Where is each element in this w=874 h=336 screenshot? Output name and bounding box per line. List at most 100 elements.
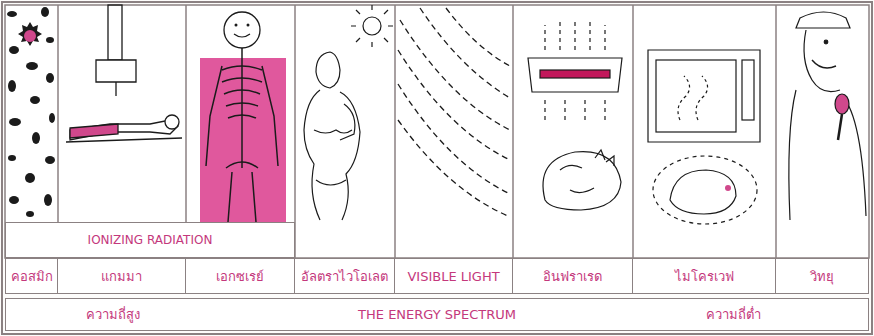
light-ray-drawing xyxy=(398,8,510,216)
heater-cat-drawing xyxy=(528,20,622,210)
sunbather-drawing xyxy=(304,90,360,220)
gamma-machine-drawing xyxy=(70,124,118,138)
cosmic-ray-drawing xyxy=(26,211,34,217)
spectrum-label: คอสมิก xyxy=(11,269,53,284)
microwave-drawing xyxy=(742,60,754,120)
xray-drawing xyxy=(200,12,286,222)
gamma-machine-drawing xyxy=(108,5,122,60)
xray-drawing xyxy=(235,24,238,27)
gamma-machine-drawing xyxy=(66,5,182,142)
axis-label: ความถี่ต่ำ xyxy=(706,307,761,322)
cosmic-ray-drawing xyxy=(45,156,55,164)
spectrum-label: เอกซเรย์ xyxy=(216,269,264,284)
announcer-drawing xyxy=(838,114,842,140)
light-ray-drawing xyxy=(446,8,510,66)
sunbather-drawing xyxy=(351,5,393,47)
xray-drawing xyxy=(234,34,250,37)
spectrum-label: ไมโครเวฟ xyxy=(675,269,734,284)
cosmic-ray-drawing xyxy=(41,7,49,17)
panel-divider xyxy=(294,5,296,258)
xray-drawing xyxy=(226,162,258,168)
cosmic-ray-drawing xyxy=(9,46,19,54)
cosmic-ray-drawing xyxy=(8,155,16,161)
microwave-drawing xyxy=(648,50,760,224)
gamma-machine-drawing xyxy=(70,120,178,140)
cosmic-ray-drawing xyxy=(30,96,40,104)
cosmic-ray-drawing xyxy=(49,113,55,123)
gamma-machine-drawing xyxy=(165,115,179,129)
xray-drawing xyxy=(200,58,286,222)
microwave-drawing xyxy=(670,170,736,214)
spectrum-axis-band: ความถี่สูง THE ENERGY SPECTRUM ความถี่ต่ำ xyxy=(5,298,869,331)
cosmic-ray-drawing xyxy=(25,173,35,183)
light-ray-drawing xyxy=(398,120,508,216)
spectrum-cell: เอกซเรย์ xyxy=(186,258,295,294)
panel-divider xyxy=(58,5,776,258)
cosmic-ray-drawing xyxy=(7,7,55,217)
heater-cat-drawing xyxy=(595,150,614,166)
panel-divider xyxy=(512,5,514,258)
axis-label: ความถี่สูง xyxy=(86,307,140,322)
spectrum-label: วิทยุ xyxy=(810,269,834,284)
sunbather-drawing xyxy=(304,5,393,220)
microwave-drawing xyxy=(653,156,757,224)
gamma-machine-drawing xyxy=(66,138,182,142)
announcer-drawing xyxy=(796,12,850,28)
spectrum-label: อินฟราเรด xyxy=(543,269,602,284)
radiation-band: IONIZING RADIATION xyxy=(5,222,295,258)
spectrum-label: อัลตราไวโอเลต xyxy=(301,269,388,284)
sunbather-drawing xyxy=(316,52,340,88)
cosmic-ray-drawing xyxy=(26,62,38,70)
heater-cat-drawing xyxy=(543,152,621,210)
axis-label: THE ENERGY SPECTRUM xyxy=(358,307,516,322)
xray-drawing xyxy=(247,24,250,27)
heater-cat-drawing xyxy=(540,70,610,78)
panel-divider xyxy=(632,5,634,258)
cosmic-ray-drawing xyxy=(46,73,54,83)
panel-divider xyxy=(394,5,396,258)
light-ray-drawing xyxy=(420,8,510,98)
heater-cat-drawing xyxy=(560,165,594,192)
cosmic-ray-drawing xyxy=(46,37,54,43)
panel-divider xyxy=(185,5,187,222)
heater-cat-drawing xyxy=(545,100,605,122)
sunbather-drawing xyxy=(316,180,346,185)
cosmic-ray-drawing xyxy=(9,118,21,126)
frequency-arrow xyxy=(12,307,864,321)
cosmic-ray-drawing xyxy=(7,11,17,17)
microwave-drawing xyxy=(656,60,736,132)
gamma-machine-drawing xyxy=(115,82,116,96)
cosmic-ray-drawing xyxy=(24,30,36,42)
cosmic-ray-drawing xyxy=(32,132,40,144)
announcer-drawing xyxy=(789,12,866,220)
microwave-drawing xyxy=(725,185,731,191)
announcer-drawing xyxy=(812,60,836,68)
panel-divider xyxy=(57,5,59,222)
sunbather-drawing xyxy=(363,17,381,35)
sunbather-drawing xyxy=(340,104,355,140)
picture-frame xyxy=(5,5,869,258)
spectrum-cell: อินฟราเรด xyxy=(513,258,633,294)
spectrum-cell: แกมมา xyxy=(58,258,186,294)
spectrum-label: VISIBLE LIGHT xyxy=(407,269,499,284)
announcer-drawing xyxy=(824,40,828,44)
heater-cat-drawing xyxy=(545,20,605,50)
cosmic-ray-drawing xyxy=(8,80,16,92)
microwave-drawing xyxy=(678,76,708,120)
announcer-drawing xyxy=(789,90,866,220)
cosmic-ray-drawing xyxy=(9,196,19,204)
xray-drawing xyxy=(228,172,256,222)
heater-cat-drawing xyxy=(528,58,622,92)
sunbather-drawing xyxy=(314,130,352,133)
light-ray-drawing xyxy=(398,84,510,194)
spectrum-label: แกมมา xyxy=(101,269,142,284)
spectrum-cell: อัลตราไวโอเลต xyxy=(295,258,395,294)
xray-drawing xyxy=(206,48,278,222)
cosmic-ray-drawing xyxy=(44,194,52,206)
spectrum-cell: VISIBLE LIGHT xyxy=(395,258,513,294)
light-ray-drawing xyxy=(398,50,510,160)
xray-drawing xyxy=(222,66,262,118)
announcer-drawing xyxy=(835,94,849,114)
